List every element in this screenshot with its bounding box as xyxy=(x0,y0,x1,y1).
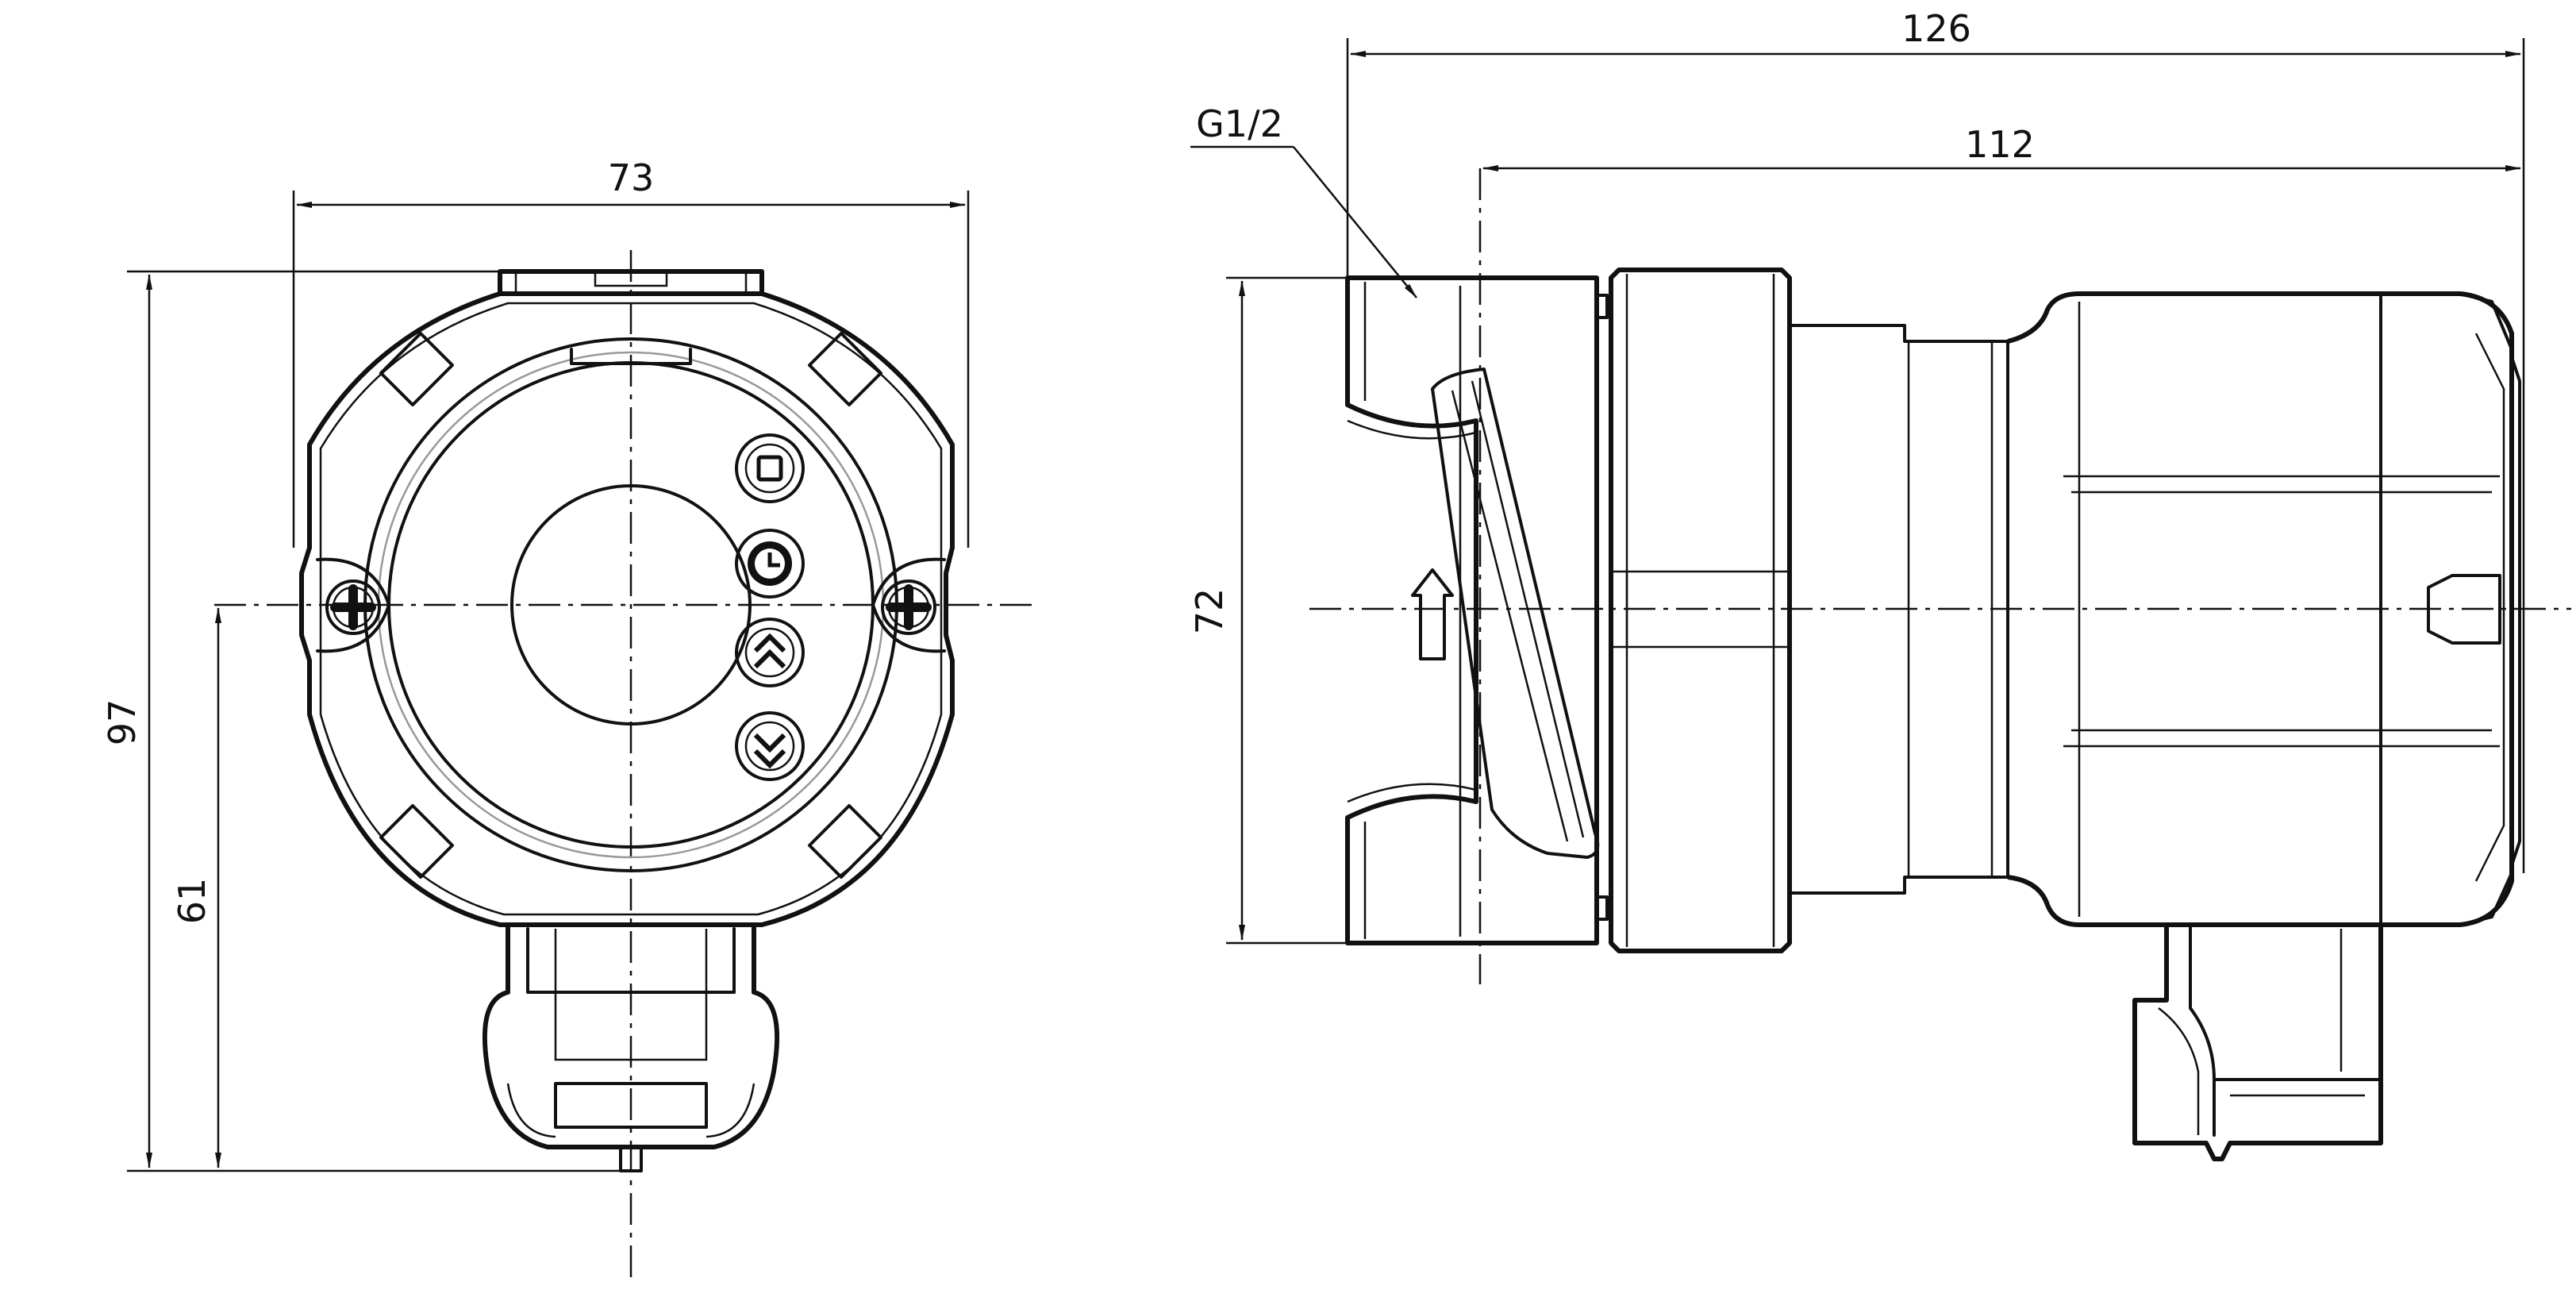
display-window xyxy=(510,484,752,726)
clock-icon[interactable] xyxy=(735,529,805,599)
front-housing-outline xyxy=(299,291,955,927)
front-width-label: 73 xyxy=(608,156,655,199)
flow-arrow-icon xyxy=(1411,568,1454,660)
end-cap-latch xyxy=(2427,574,2501,645)
right-screw xyxy=(871,557,946,653)
body-length-label: 112 xyxy=(1965,123,2035,166)
side-connector xyxy=(2132,923,2383,1161)
front-axis-height-label: 61 xyxy=(171,878,213,925)
side-height-label: 72 xyxy=(1188,588,1231,635)
top-collar xyxy=(498,269,764,294)
union-nut xyxy=(1609,268,1792,953)
side-view xyxy=(1309,168,2571,1161)
motor-neck xyxy=(1788,324,2009,895)
overall-length-label: 126 xyxy=(1901,7,1971,50)
chevron-up-double-icon[interactable] xyxy=(735,618,805,687)
front-connector xyxy=(482,925,780,1172)
stop-square-icon[interactable] xyxy=(735,433,805,503)
impeller-insert xyxy=(1431,368,1600,859)
bezel-notches xyxy=(379,332,882,879)
left-screw xyxy=(316,557,390,653)
front-dimensions: 73 97 61 xyxy=(101,156,970,1172)
pipe-fitting xyxy=(1345,275,1599,945)
end-cap xyxy=(2459,292,2513,926)
front-height-label: 97 xyxy=(101,699,144,746)
side-dimensions: 126 112 72 G1/2 xyxy=(1188,7,2525,945)
chevron-down-double-icon[interactable] xyxy=(735,711,805,781)
front-view xyxy=(214,250,1032,1278)
thread-label: G1/2 xyxy=(1196,102,1283,145)
